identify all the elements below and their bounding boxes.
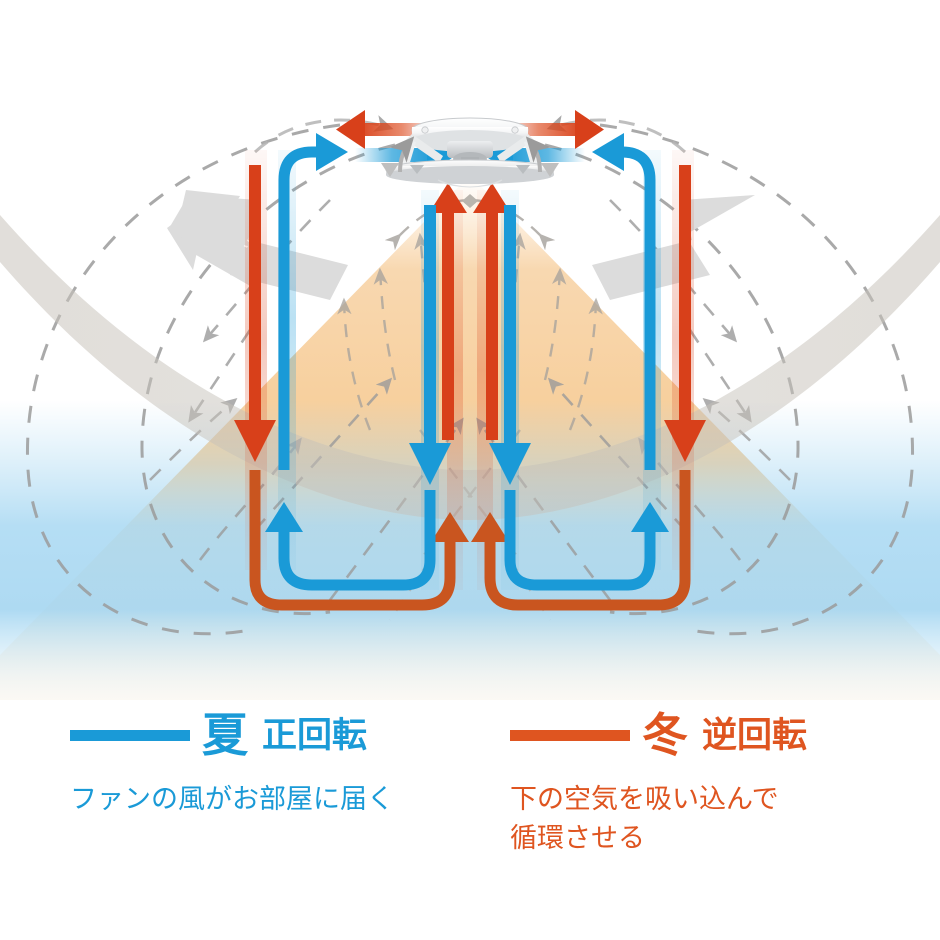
cool-air-band [0, 400, 940, 700]
mid-sweep-arc-band [0, 215, 940, 520]
legend-winter-head: 冬 逆回転 [510, 700, 940, 770]
summer-bottom-loop-right [504, 490, 656, 591]
summer-bottom-loop-right-head [631, 502, 669, 532]
legend-summer-head: 夏 正回転 [70, 700, 490, 770]
legend-summer-season: 夏 [202, 709, 248, 761]
winter-outflow-right [664, 165, 706, 462]
winter-outflow-left [234, 165, 276, 462]
summer-downdraft-center-right [489, 205, 531, 485]
winter-bottom-loop-right [484, 470, 691, 611]
legend-winter: 冬 逆回転 下の空気を吸い込んで 循環させる [510, 700, 940, 858]
legend-winter-line-swatch [510, 729, 630, 741]
circulation-guides [25, 123, 915, 636]
winter-updraft-center-right [473, 183, 511, 440]
fan-inflow-markers [389, 136, 551, 173]
summer-bottom-loop-left-head [265, 502, 303, 532]
summer-return-left-head [316, 133, 348, 171]
winter-bottom-loop-left-head [431, 512, 469, 542]
legend-winter-mode: 逆回転 [702, 715, 808, 755]
winter-bottom-loop-left [249, 470, 456, 611]
legend-winter-season: 冬 [642, 709, 688, 761]
legend-summer-mode: 正回転 [262, 715, 368, 755]
airflow-diagram [0, 110, 940, 700]
crest-diamond-marker [462, 194, 478, 208]
summer-bottom-loop-left [278, 490, 436, 591]
legend-summer-line-swatch [70, 729, 190, 741]
summer-downdraft-center-left [409, 205, 451, 485]
summer-return-right-head [592, 133, 624, 171]
legend-summer-description: ファンの風がお部屋に届く [70, 784, 394, 814]
summer-return-left [278, 146, 318, 470]
winter-updraft-center-left [429, 183, 467, 440]
legend-winter-description: 下の空気を吸い込んで 循環させる [510, 784, 779, 854]
airflow-diagram-svg [0, 110, 940, 700]
fan-downflow-markers [381, 163, 559, 177]
legend-summer: 夏 正回転 ファンの風がお部屋に届く [70, 700, 490, 819]
winter-bottom-loop-right-head [471, 512, 509, 542]
legend: 夏 正回転 ファンの風がお部屋に届く 冬 逆回転 下の空気を吸い込んで 循環させ… [0, 700, 940, 940]
